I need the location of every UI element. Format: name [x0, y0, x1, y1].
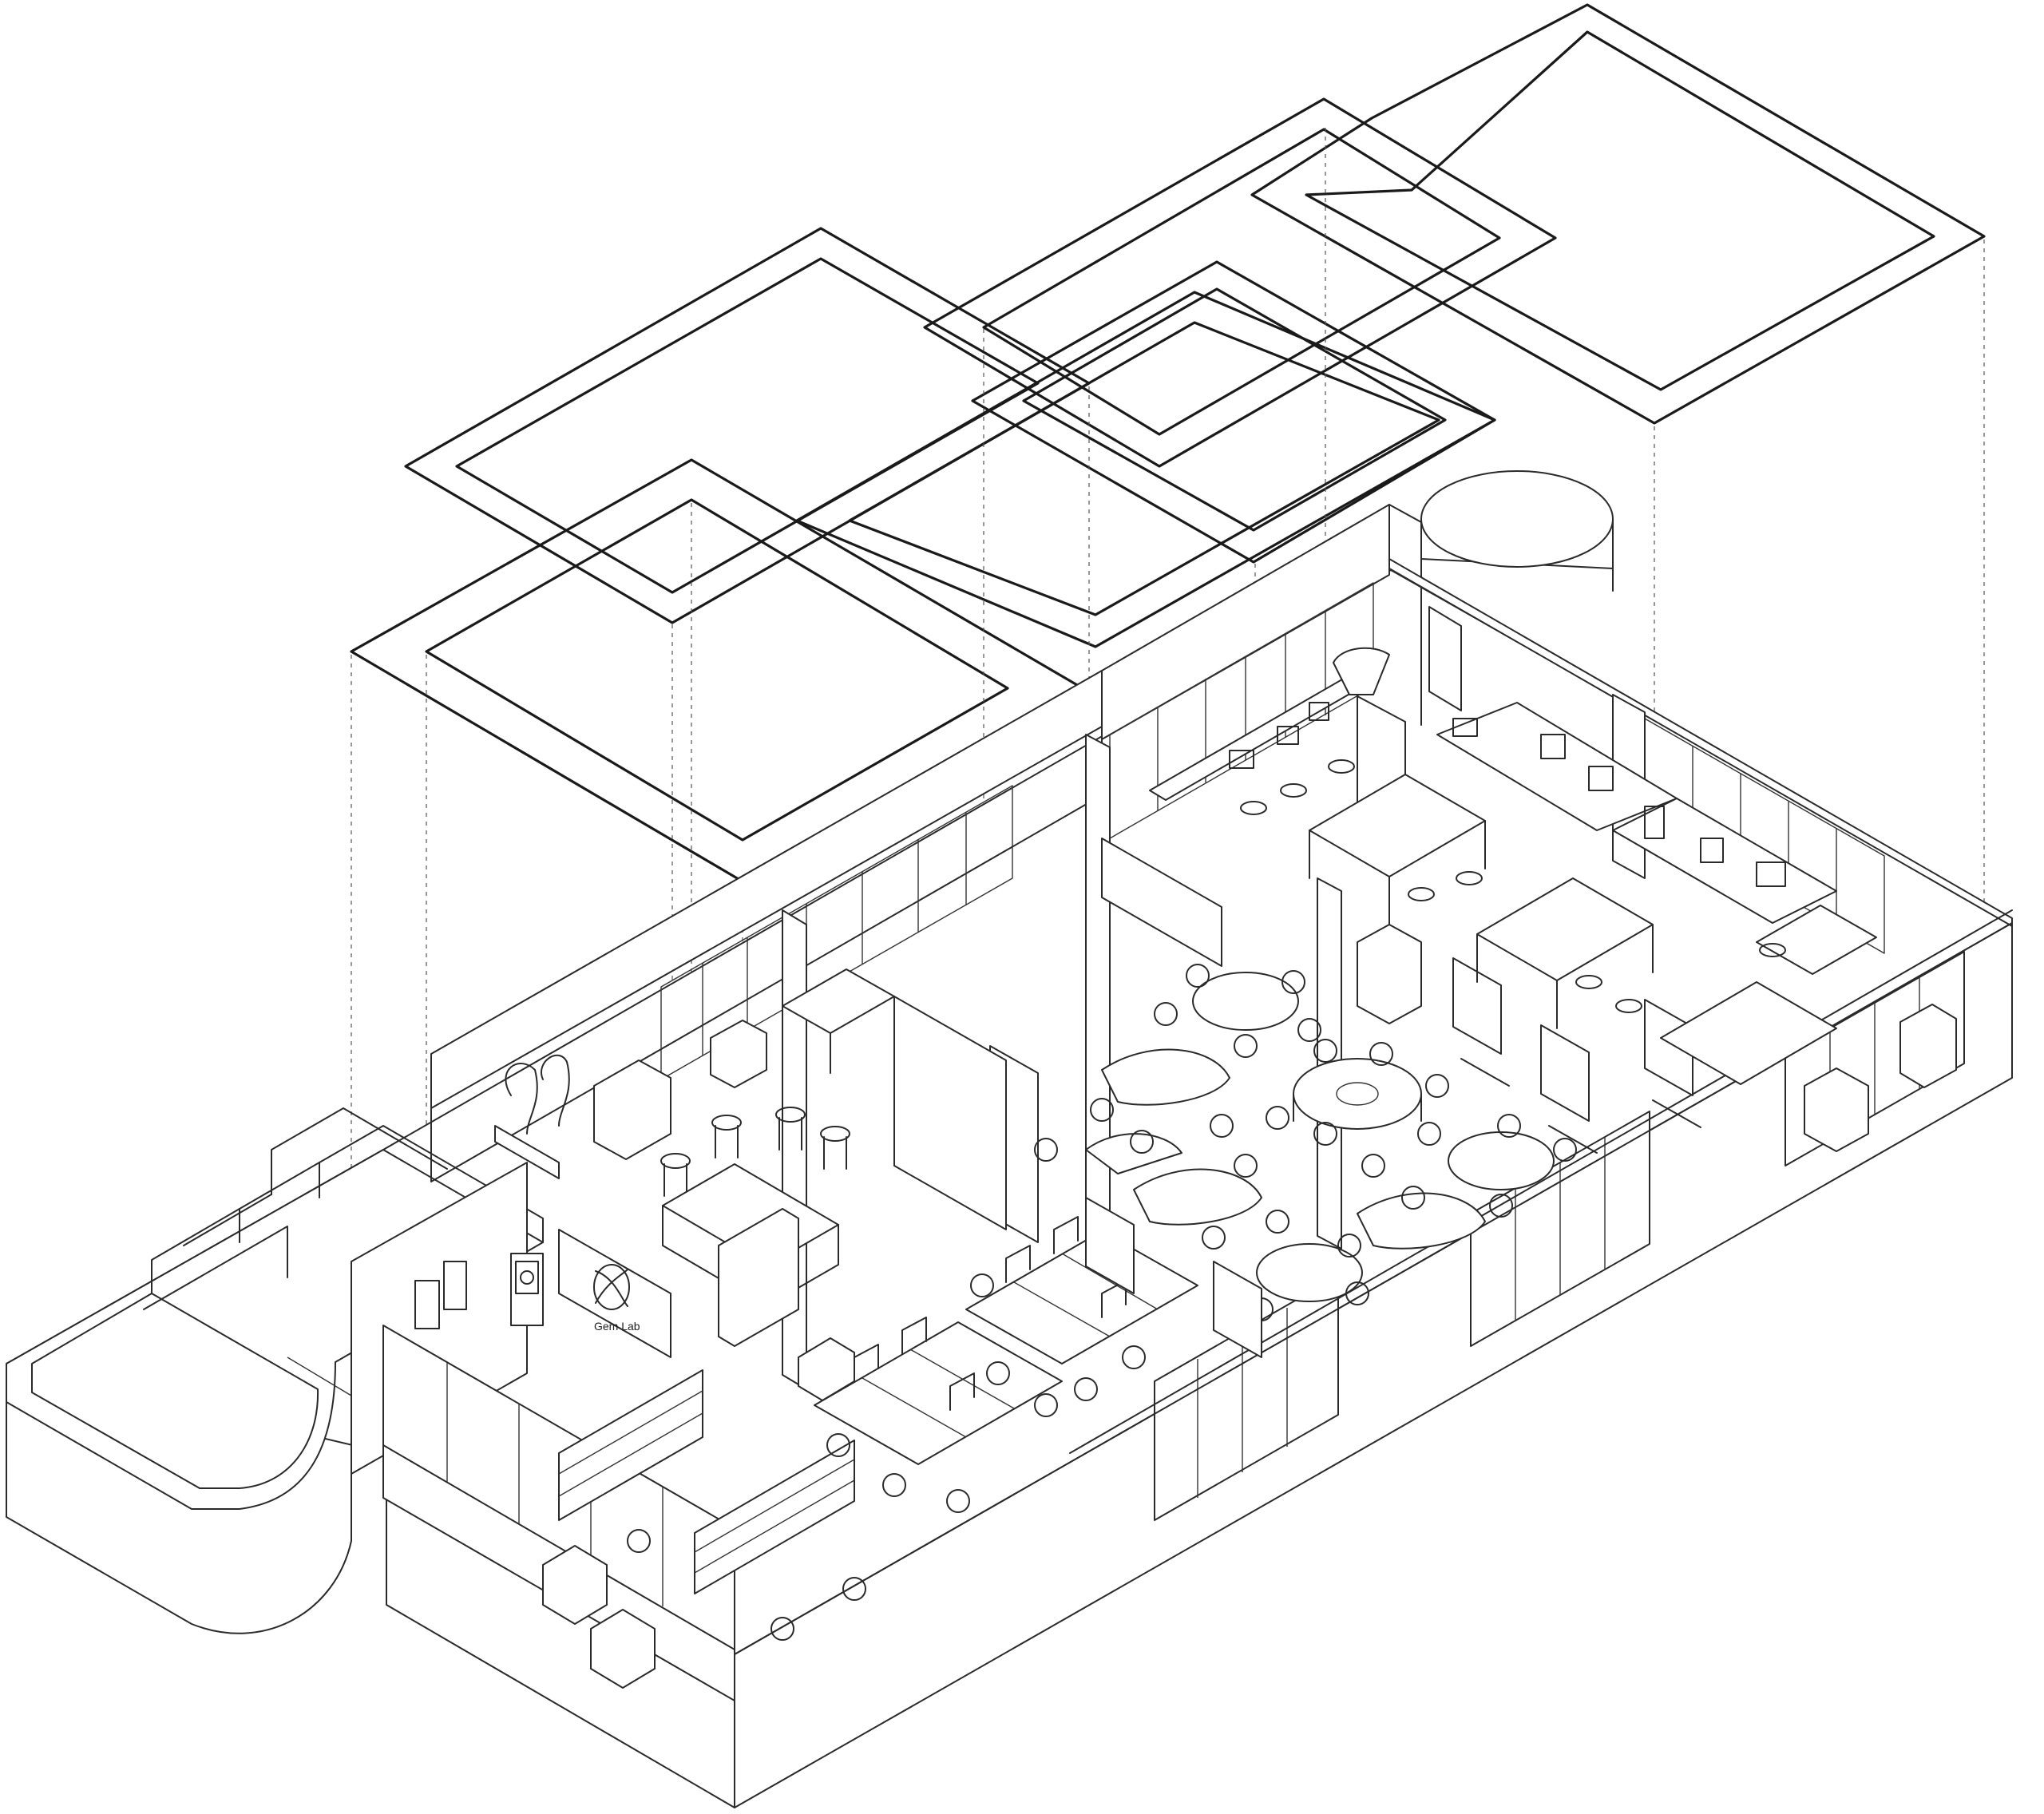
ceiling-frames: [350, 3, 1986, 883]
building-model: Gem Lab: [6, 470, 2013, 1808]
back-wall-right: [1101, 504, 1390, 740]
furniture-left-lab: [494, 968, 895, 1347]
ceiling-frame-f: [1250, 3, 1986, 425]
ceiling-frame-c: [795, 291, 1496, 648]
furniture-shelving: [542, 1369, 866, 1689]
ceiling-frame-e: [923, 97, 1557, 468]
furniture-workshop: [1149, 647, 1957, 1152]
logo-text: Gem Lab: [594, 1320, 640, 1333]
furniture-desks: [798, 1216, 1198, 1513]
furniture-collab: [1034, 957, 1701, 1358]
right-end-wall: [1388, 558, 2013, 927]
cylinder-room: [1420, 470, 1614, 592]
